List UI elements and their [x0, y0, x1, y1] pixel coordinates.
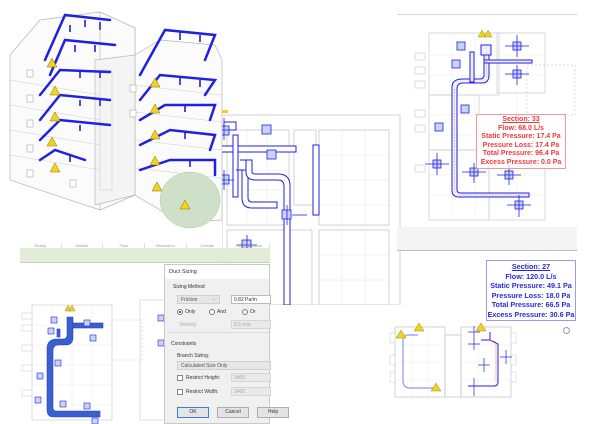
section-static-pressure: Static Pressure: 49.1 Pa — [490, 281, 572, 290]
section-flow: Flow: 68.0 L/s — [498, 124, 544, 132]
radio-only-indicator — [177, 309, 183, 315]
sizing-method-label: Sizing Method — [173, 284, 205, 290]
divider — [169, 332, 271, 333]
section-static-pressure: Static Pressure: 17.4 Pa — [481, 133, 561, 140]
radio-or-indicator — [242, 309, 248, 315]
radio-or[interactable]: Or — [242, 309, 256, 315]
restrict-height-input[interactable]: 3400 — [231, 373, 271, 382]
bottom-left-floor-plan[interactable] — [0, 265, 170, 424]
bottom-right-floor-plan[interactable] — [378, 300, 558, 410]
table-header-cell: Models — [62, 243, 104, 249]
ok-button[interactable]: OK — [177, 407, 209, 418]
branch-sizing-select[interactable]: Calculated Size Only — [177, 361, 271, 370]
center-floor-plan[interactable] — [222, 110, 402, 305]
radio-only[interactable]: Only — [177, 309, 195, 315]
table-header-cell: Circuits — [187, 243, 229, 249]
isometric-building-view[interactable] — [0, 0, 230, 230]
friction-input[interactable]: 0.82 Pa/m — [231, 295, 271, 304]
section-total-pressure: Total Pressure: 96.4 Pa — [482, 150, 560, 157]
velocity-label: Velocity: — [179, 322, 198, 328]
right-view-status-bar — [397, 227, 577, 251]
constraints-label: Constraints — [171, 341, 197, 347]
checkbox-box — [177, 389, 183, 395]
radio-and-indicator — [209, 309, 215, 315]
center-plan-drawing — [222, 110, 401, 305]
table-header-cell: Ready — [20, 243, 62, 249]
restrict-width-input[interactable]: 3400 — [231, 387, 271, 396]
dialog-title: Duct Sizing — [165, 265, 269, 279]
section-tag-33[interactable]: Section: 33 Flow: 68.0 L/s Static Pressu… — [476, 114, 566, 169]
table-header-cell: Resolution — [145, 243, 187, 249]
section-excess-pressure: Excess Pressure: 0.0 Pa — [480, 158, 562, 166]
help-button[interactable]: Help — [257, 407, 289, 418]
section-tag-27[interactable]: Section: 27 Flow: 120.0 L/s Static Press… — [486, 260, 576, 321]
table-header-cell: Flow — [103, 243, 146, 249]
restrict-height-checkbox[interactable]: Restrict Height: — [177, 375, 220, 381]
bottom-right-plan-drawing — [389, 322, 517, 398]
table-header-cell: Fixed Sections — [228, 243, 271, 249]
table-header: Ready Models Flow Resolution Circuits Fi… — [20, 243, 271, 249]
isometric-drawing — [9, 11, 223, 229]
section-pressure-loss: Pressure Loss: 18.0 Pa — [491, 290, 571, 300]
duct-sizing-dialog: Duct Sizing Sizing Method Friction ⌄ 0.8… — [164, 264, 289, 424]
right-plan-drawing — [414, 29, 576, 221]
restrict-width-checkbox[interactable]: Restrict Width: — [177, 389, 219, 395]
section-total-pressure: Total Pressure: 66.5 Pa — [491, 300, 571, 309]
right-floor-plan[interactable] — [397, 14, 577, 230]
section-excess-pressure: Excess Pressure: 30.6 Pa — [487, 309, 575, 319]
method-select[interactable]: Friction ⌄ — [177, 295, 220, 304]
bottom-left-plan-drawing — [21, 299, 170, 424]
radio-and[interactable]: And — [209, 309, 226, 315]
chevron-down-icon: ⌄ — [211, 296, 216, 302]
branch-sizing-label: Branch Sizing: — [177, 353, 210, 359]
checkbox-box — [177, 375, 183, 381]
section-title: Section: 27 — [511, 262, 551, 271]
navigation-handle[interactable] — [563, 327, 570, 334]
section-pressure-loss: Pressure Loss: 17.4 Pa — [482, 141, 560, 149]
table-row-highlight[interactable] — [20, 248, 270, 263]
section-flow: Flow: 120.0 L/s — [505, 271, 557, 281]
cancel-button[interactable]: Cancel — [217, 407, 249, 418]
velocity-input[interactable]: 8.5 m/s — [231, 320, 271, 329]
section-title: Section: 33 — [502, 116, 540, 123]
